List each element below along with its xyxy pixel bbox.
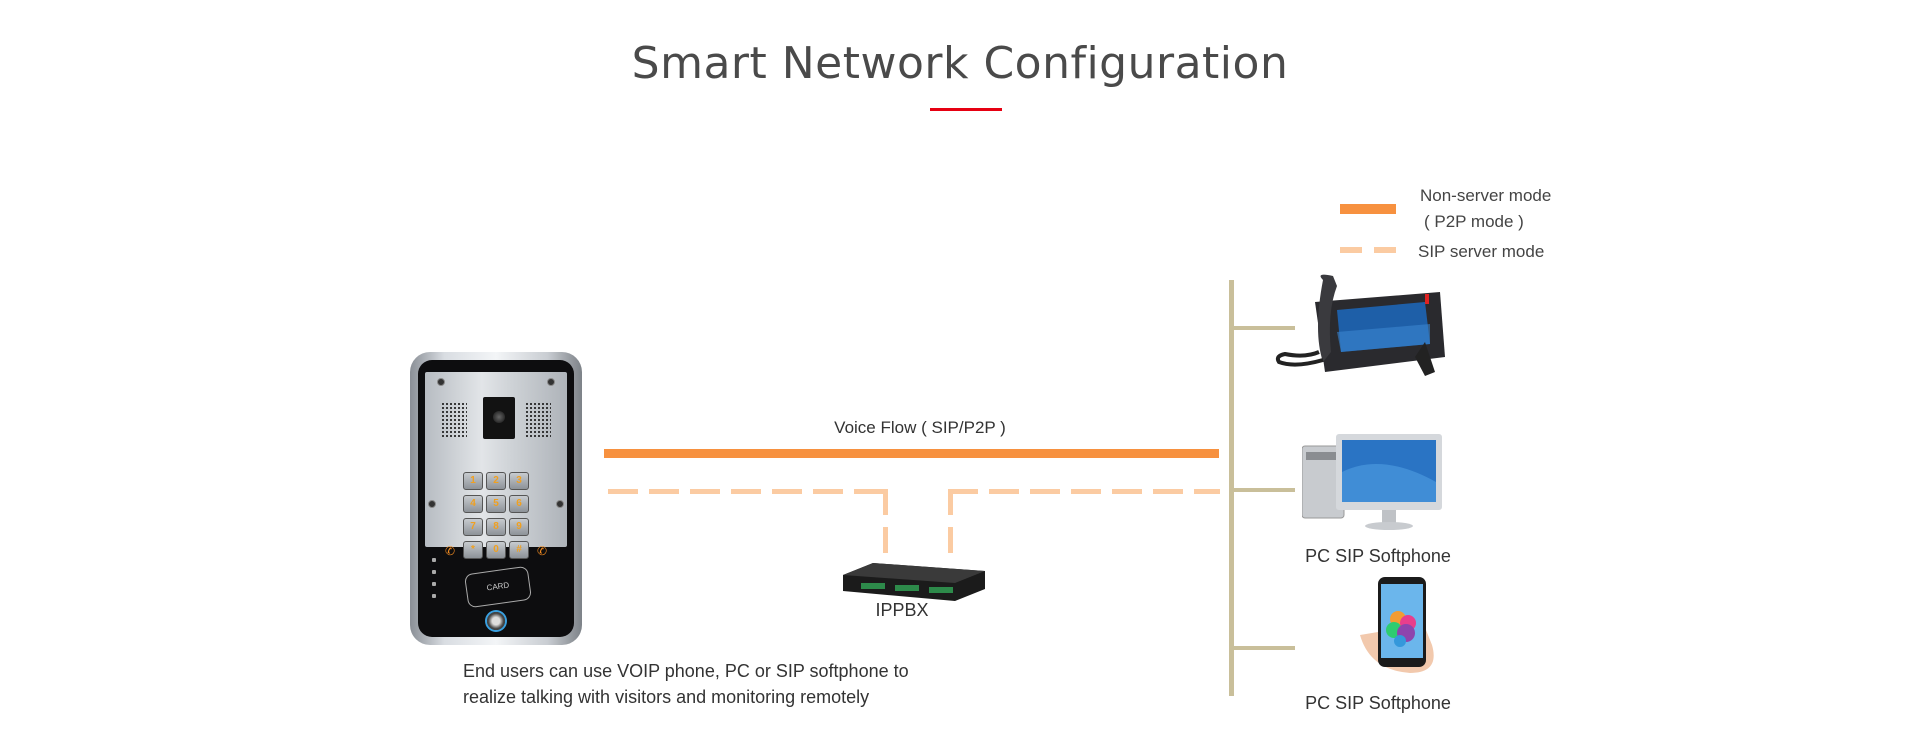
keypad-key: * (463, 541, 483, 559)
sip-dash-segment (948, 489, 978, 494)
sip-dash-segment (1112, 489, 1142, 494)
sip-dash-segment (948, 527, 953, 553)
sip-dash-segment (649, 489, 679, 494)
keypad-key: 2 (486, 472, 506, 490)
keypad-key: # (509, 541, 529, 559)
keypad-key: 3 (509, 472, 529, 490)
caption-line-2: realize talking with visitors and monito… (463, 687, 870, 707)
sip-dash-segment (772, 489, 802, 494)
speaker-grille-right (525, 402, 551, 438)
diagram-caption: End users can use VOIP phone, PC or SIP … (463, 658, 909, 710)
smartphone-icon (1360, 577, 1434, 673)
camera-icon (483, 397, 515, 439)
page-title: Smart Network Configuration (631, 38, 1289, 89)
sip-dash-segment (608, 489, 638, 494)
door-call-button-icon (487, 612, 505, 630)
ippbx-server-icon (843, 563, 985, 601)
bus-branch-voip-phone (1232, 326, 1295, 330)
sip-dash-segment (883, 489, 888, 515)
legend-solid-line-swatch (1340, 204, 1396, 214)
keypad-key: 0 (486, 541, 506, 559)
sip-dash-segment (883, 527, 888, 553)
keypad-key: 9 (509, 518, 529, 536)
keypad-key: 1 (463, 472, 483, 490)
ippbx-label: IPPBX (875, 600, 929, 620)
sip-dash-segment (1030, 489, 1060, 494)
sip-dash-segment (989, 489, 1019, 494)
sip-dash-segment (948, 489, 953, 515)
sip-dash-segment (1153, 489, 1183, 494)
sip-dash-segment (813, 489, 843, 494)
bus-branch-pc (1232, 488, 1295, 492)
desktop-computer-icon (1302, 434, 1442, 530)
sip-dash-segment (1071, 489, 1101, 494)
keypad-key: 4 (463, 495, 483, 513)
legend-label-sip-server: SIP server mode (1418, 242, 1545, 261)
sip-dash-segment (731, 489, 761, 494)
voip-desk-phone-icon (1275, 274, 1445, 376)
keypad-key: 8 (486, 518, 506, 536)
call-hangup-icon: ✆ (536, 544, 547, 558)
bus-branch-mobile (1232, 646, 1295, 650)
legend-dashed-line-swatch (1340, 247, 1396, 253)
p2p-solid-flow-line (604, 449, 1219, 458)
sip-dash-segment (854, 489, 884, 494)
speaker-grille-left (441, 402, 467, 438)
keypad-key: 7 (463, 518, 483, 536)
card-reader-icon: CARD (463, 565, 533, 609)
call-answer-icon: ✆ (445, 544, 456, 558)
pc-label: PC SIP Softphone (1305, 546, 1451, 566)
keypad-key: 5 (486, 495, 506, 513)
legend-label-non-server: Non-server mode (1420, 186, 1552, 205)
sip-dash-segment (690, 489, 720, 494)
caption-line-1: End users can use VOIP phone, PC or SIP … (463, 661, 909, 681)
network-bus-line (1229, 280, 1234, 696)
keypad-key: 6 (509, 495, 529, 513)
mobile-label: PC SIP Softphone (1305, 693, 1451, 713)
sip-dash-segment (1194, 489, 1220, 494)
legend-label-p2p: ( P2P mode ) (1424, 212, 1524, 231)
title-underline (930, 108, 1002, 111)
voice-flow-label: Voice Flow ( SIP/P2P ) (834, 418, 1006, 437)
